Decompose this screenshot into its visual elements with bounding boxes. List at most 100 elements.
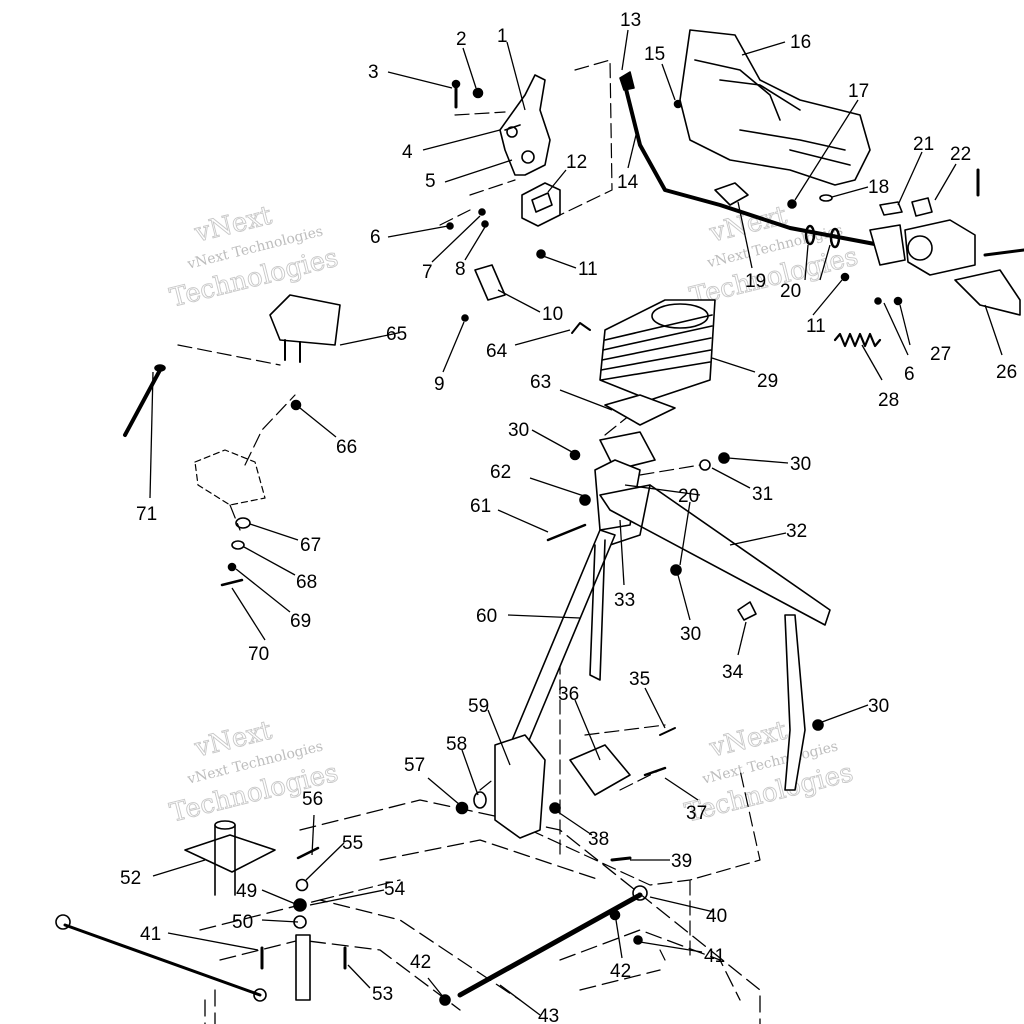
callout-15: 15 xyxy=(644,44,665,65)
clip xyxy=(571,322,591,334)
pin xyxy=(659,727,676,736)
nut xyxy=(455,801,469,815)
washer xyxy=(478,208,486,216)
console-cover xyxy=(679,29,871,186)
callout-31: 31 xyxy=(752,484,773,505)
callout-37: 37 xyxy=(686,803,707,824)
callout-17: 17 xyxy=(848,81,869,102)
callout-6a: 6 xyxy=(370,227,381,248)
bolt xyxy=(546,523,587,542)
callout-40: 40 xyxy=(706,906,727,927)
callout-35: 35 xyxy=(629,669,650,690)
spring xyxy=(833,332,882,348)
screw xyxy=(643,766,667,777)
watermark-top-right: vNext vNext Technologies Technologies xyxy=(686,200,861,313)
callout-34: 34 xyxy=(722,662,744,683)
grommet xyxy=(290,399,302,411)
screw xyxy=(461,314,469,322)
callout-9: 9 xyxy=(434,374,445,395)
callout-61: 61 xyxy=(470,496,491,517)
callout-52: 52 xyxy=(120,868,141,889)
callout-20a: 20 xyxy=(780,281,801,302)
link-bracket xyxy=(714,182,749,206)
clip xyxy=(879,201,903,216)
callout-29: 29 xyxy=(757,371,778,392)
callout-26: 26 xyxy=(996,362,1017,383)
callout-57: 57 xyxy=(404,755,425,776)
washer xyxy=(231,540,245,550)
callout-30d: 30 xyxy=(868,696,889,717)
nut xyxy=(569,449,581,461)
callout-11a: 11 xyxy=(578,259,598,280)
assembly-lines xyxy=(177,59,761,961)
callout-8: 8 xyxy=(455,259,466,280)
callout-41b: 41 xyxy=(704,946,725,967)
callout-53: 53 xyxy=(372,984,393,1005)
pin xyxy=(296,846,320,860)
tie-rod-right xyxy=(457,885,648,998)
control-rod xyxy=(123,364,166,437)
nut xyxy=(812,719,824,731)
pivot-plate xyxy=(604,394,676,426)
callout-18: 18 xyxy=(868,177,889,198)
callout-12: 12 xyxy=(566,152,587,173)
mounting-plate xyxy=(569,744,631,796)
callout-14: 14 xyxy=(617,172,639,193)
tie-rod-left xyxy=(55,914,267,1002)
shaft-stub xyxy=(983,248,1024,257)
callout-65: 65 xyxy=(386,324,407,345)
cotter-pin xyxy=(220,578,244,587)
mount-outline xyxy=(194,449,266,506)
callout-30c: 30 xyxy=(680,624,701,645)
nut xyxy=(549,802,561,814)
callout-67: 67 xyxy=(300,535,321,556)
mount-bracket xyxy=(954,269,1021,316)
nut xyxy=(481,220,489,228)
callout-22: 22 xyxy=(950,144,971,165)
knob xyxy=(911,197,933,217)
callout-43: 43 xyxy=(538,1006,559,1024)
callout-70: 70 xyxy=(248,644,269,665)
callout-2: 2 xyxy=(456,29,467,50)
callout-59: 59 xyxy=(468,696,489,717)
callout-60: 60 xyxy=(476,606,497,627)
callout-54: 54 xyxy=(384,879,406,900)
callout-62: 62 xyxy=(490,462,511,483)
post-plate xyxy=(184,820,276,896)
callout-36: 36 xyxy=(558,684,579,705)
callout-69: 69 xyxy=(290,611,311,632)
callout-11b: 11 xyxy=(806,316,826,337)
callout-30b: 30 xyxy=(790,454,811,475)
callout-6b: 6 xyxy=(904,364,915,385)
pivot-bracket xyxy=(869,224,906,266)
callout-4: 4 xyxy=(402,142,413,163)
pivot-post xyxy=(295,934,311,1001)
bolt xyxy=(610,856,632,862)
callout-3: 3 xyxy=(368,62,379,83)
callout-28: 28 xyxy=(878,390,899,411)
callout-58: 58 xyxy=(446,734,467,755)
screw xyxy=(840,272,850,282)
callout-27: 27 xyxy=(930,344,951,365)
callout-21: 21 xyxy=(913,134,934,155)
shift-bracket xyxy=(499,74,551,176)
callout-19: 19 xyxy=(745,271,766,292)
callout-33: 33 xyxy=(614,590,635,611)
bushing xyxy=(829,227,841,249)
callout-49: 49 xyxy=(236,881,257,902)
washer xyxy=(235,517,251,529)
callout-7: 7 xyxy=(422,262,433,283)
washer xyxy=(293,898,307,912)
clip xyxy=(737,601,757,621)
nut xyxy=(439,994,451,1006)
bolt xyxy=(451,79,461,109)
callout-32: 32 xyxy=(786,521,807,542)
nut xyxy=(893,296,903,306)
callout-13: 13 xyxy=(620,10,641,31)
callout-68: 68 xyxy=(296,572,317,593)
gear-housing xyxy=(904,219,976,276)
bushing xyxy=(804,224,816,246)
nut xyxy=(609,909,621,921)
callout-38: 38 xyxy=(588,829,609,850)
